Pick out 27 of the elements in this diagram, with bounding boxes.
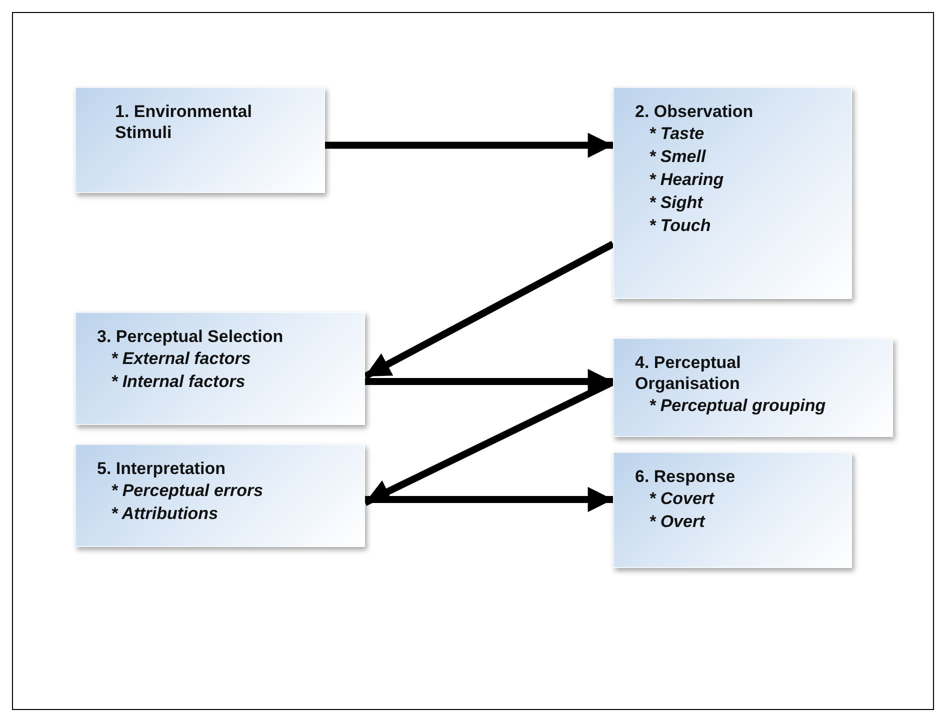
- list-item: * Perceptual errors: [110, 480, 264, 502]
- process-box: [613, 87, 852, 299]
- step-title: 4. Perceptual Organisation: [635, 352, 742, 394]
- list-item: * Taste: [648, 123, 706, 145]
- list-item: * Sight: [648, 192, 704, 214]
- list-item: * Covert: [648, 488, 716, 510]
- list-item: * External factors: [110, 348, 252, 370]
- step-title: 3. Perceptual Selection: [97, 326, 284, 347]
- arrow: [365, 486, 613, 512]
- list-item: * Overt: [648, 511, 706, 533]
- process-box: [613, 338, 893, 437]
- arrow: [325, 132, 613, 158]
- step-title: 5. Interpretation: [97, 458, 226, 479]
- process-box: [75, 444, 365, 547]
- list-item: * Touch: [648, 215, 712, 237]
- list-item: * Hearing: [648, 169, 725, 191]
- step-title: 6. Response: [635, 466, 736, 487]
- process-box: [75, 87, 325, 193]
- step-title: 2. Observation: [635, 101, 754, 122]
- list-item: * Smell: [648, 146, 707, 168]
- step-title: 1. Environmental Stimuli: [115, 101, 253, 143]
- process-box: [75, 312, 365, 425]
- arrow: [363, 240, 615, 380]
- process-box: [613, 452, 852, 568]
- list-item: * Attributions: [110, 503, 220, 525]
- list-item: * Internal factors: [110, 371, 246, 393]
- list-item: * Perceptual grouping: [648, 395, 827, 417]
